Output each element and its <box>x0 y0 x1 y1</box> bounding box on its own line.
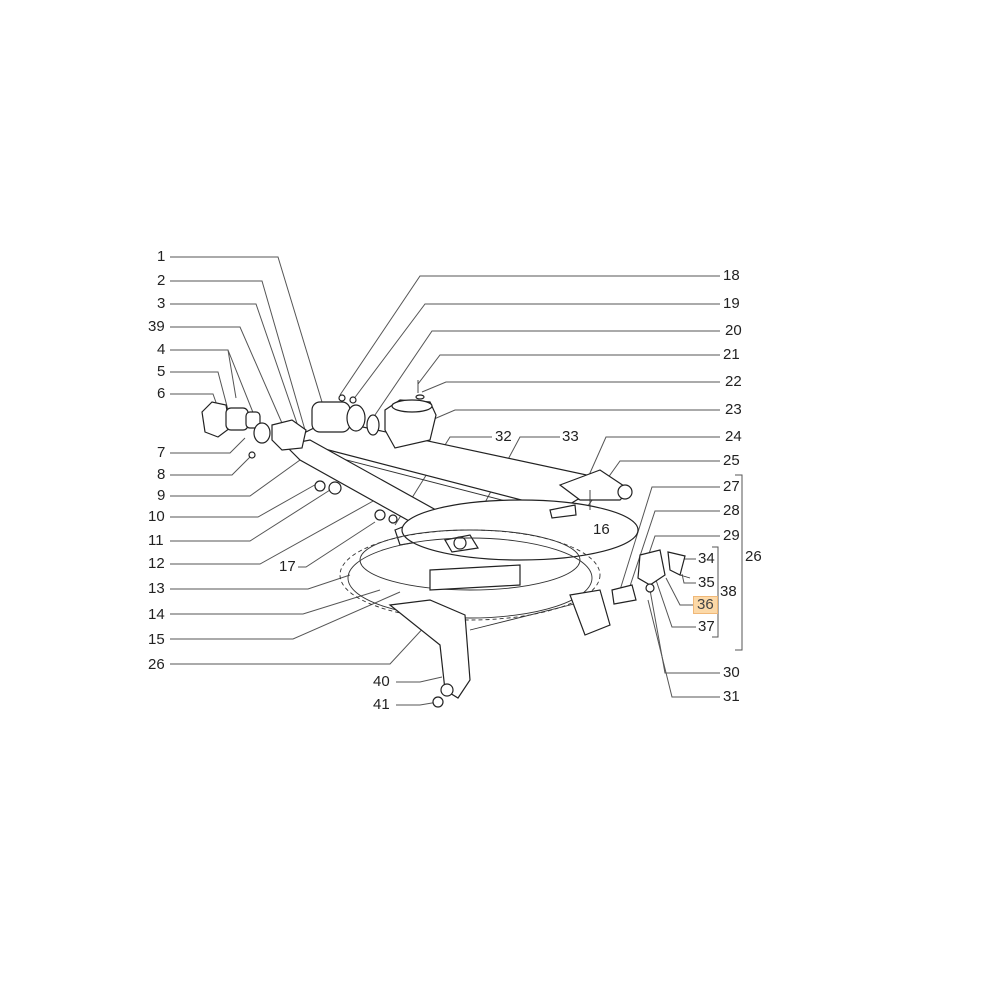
callout-2: 2 <box>157 272 166 289</box>
callout-30: 30 <box>723 664 740 681</box>
lower-arm <box>388 589 611 708</box>
callout-14: 14 <box>148 606 165 623</box>
callout-10: 10 <box>148 508 165 525</box>
callout-6: 6 <box>157 385 166 402</box>
callout-33: 33 <box>562 428 579 445</box>
turntable <box>359 499 639 591</box>
right-assembly <box>549 484 691 605</box>
callout-35: 35 <box>698 574 715 591</box>
callout-29: 29 <box>723 527 740 544</box>
callout-26-group: 26 <box>745 548 762 565</box>
callout-22: 22 <box>725 373 742 390</box>
callout-9: 9 <box>157 487 166 504</box>
callout-25: 25 <box>723 452 740 469</box>
callout-5: 5 <box>157 363 166 380</box>
callout-15: 15 <box>148 631 165 648</box>
callout-31: 31 <box>723 688 740 705</box>
callout-40: 40 <box>373 673 390 690</box>
callout-17: 17 <box>279 558 296 575</box>
leader-lines-right <box>339 275 743 698</box>
callout-16: 16 <box>593 521 610 538</box>
callout-28: 28 <box>723 502 740 519</box>
callout-34: 34 <box>698 550 715 567</box>
callout-3: 3 <box>157 295 166 312</box>
callout-13: 13 <box>148 580 165 597</box>
callout-4: 4 <box>157 341 166 358</box>
callout-1: 1 <box>157 248 166 265</box>
callout-8: 8 <box>157 466 166 483</box>
callout-20: 20 <box>725 322 742 339</box>
callout-19: 19 <box>723 295 740 312</box>
callout-37: 37 <box>698 618 715 635</box>
callout-18: 18 <box>723 267 740 284</box>
callout-12: 12 <box>148 555 165 572</box>
callout-23: 23 <box>725 401 742 418</box>
callout-38: 38 <box>720 583 737 600</box>
drive-shaft-parts <box>201 401 398 524</box>
callout-7: 7 <box>157 444 166 461</box>
callout-26: 26 <box>148 656 165 673</box>
ring-gear <box>339 529 601 621</box>
callout-21: 21 <box>723 346 740 363</box>
callout-39: 39 <box>148 318 165 335</box>
callout-11: 11 <box>148 532 164 549</box>
callout-32: 32 <box>495 428 512 445</box>
callout-36-highlighted[interactable]: 36 <box>693 596 718 614</box>
leader-lines-left <box>170 256 443 706</box>
callout-24: 24 <box>725 428 742 445</box>
gearbox <box>311 380 437 449</box>
callout-27: 27 <box>723 478 740 495</box>
callout-41: 41 <box>373 696 390 713</box>
